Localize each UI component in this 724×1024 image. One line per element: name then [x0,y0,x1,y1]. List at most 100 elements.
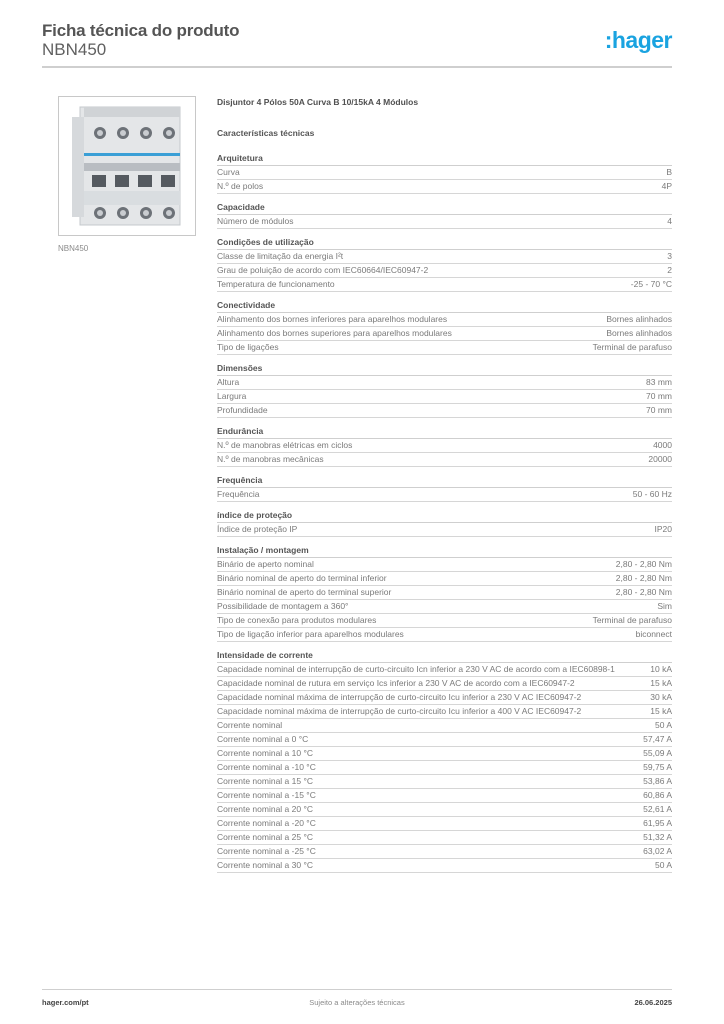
spec-value: Sim [657,601,672,611]
circuit-breaker-icon [72,106,181,226]
spec-value: 20000 [648,454,672,464]
spec-row: Capacidade nominal de interrupção de cur… [217,663,672,677]
spec-label: Corrente nominal a 30 °C [217,860,314,870]
spec-value: 60,86 A [643,790,672,800]
spec-value: 4000 [653,440,672,450]
product-code: NBN450 [42,40,107,59]
spec-value: Bornes alinhados [606,314,672,324]
spec-value: 50 A [654,860,672,870]
spec-label: Classe de limitação da energia I²t [217,251,344,261]
spec-value: 61,95 A [643,818,672,828]
spec-value: 70 mm [646,391,672,401]
spec-label: Corrente nominal a -25 °C [217,846,316,856]
spec-value: 50 - 60 Hz [632,489,672,499]
spec-value: 63,02 A [643,846,672,856]
spec-row: Corrente nominal a -25 °C 63,02 A [217,845,672,859]
spec-row: Binário nominal de aperto do terminal su… [217,586,672,600]
spec-row: Capacidade nominal máxima de interrupção… [217,705,672,719]
spec-label: Largura [217,391,247,401]
spec-value: 2,80 - 2,80 Nm [615,587,672,597]
spec-row: Corrente nominal a -20 °C 61,95 A [217,817,672,831]
spec-value: 51,32 A [643,832,672,842]
footer-date: 26.06.2025 [634,998,672,1007]
spec-row: Capacidade nominal de rutura em serviço … [217,677,672,691]
spec-group-title: Condições de utilização [217,237,672,250]
spec-row: Altura 83 mm [217,376,672,390]
spec-label: Corrente nominal a 25 °C [217,832,314,842]
spec-label: Alinhamento dos bornes inferiores para a… [217,314,448,324]
spec-label: Alinhamento dos bornes superiores para a… [217,328,452,338]
spec-label: Índice de proteção IP [217,524,298,534]
spec-label: Corrente nominal a 15 °C [217,776,314,786]
spec-label: Grau de poluição de acordo com IEC60664/… [217,265,429,275]
spec-group-title: Arquitetura [217,153,672,166]
spec-value: Terminal de parafuso [592,615,672,625]
spec-label: Frequência [217,489,260,499]
page-title: Ficha técnica do produto [42,21,240,40]
spec-label: N.º de manobras elétricas em ciclos [217,440,353,450]
spec-label: Corrente nominal a 20 °C [217,804,314,814]
spec-label: Tipo de ligações [217,342,279,352]
spec-row: Corrente nominal a 10 °C 55,09 A [217,747,672,761]
spec-label: Número de módulos [217,216,294,226]
spec-value: 59,75 A [643,762,672,772]
spec-value: 55,09 A [643,748,672,758]
spec-content: Disjuntor 4 Pólos 50A Curva B 10/15kA 4 … [217,96,672,881]
spec-row: Corrente nominal a 30 °C 50 A [217,859,672,873]
spec-row: Largura 70 mm [217,390,672,404]
spec-label: Capacidade nominal máxima de interrupção… [217,706,582,716]
spec-value: 2 [667,265,672,275]
spec-value: B [666,167,672,177]
image-caption: NBN450 [58,244,89,253]
spec-value: 50 A [654,720,672,730]
spec-value: Bornes alinhados [606,328,672,338]
spec-value: 83 mm [646,377,672,387]
spec-value: 30 kA [650,692,672,702]
spec-group-title: Dimensões [217,363,672,376]
spec-row: Alinhamento dos bornes superiores para a… [217,327,672,341]
spec-label: Altura [217,377,240,387]
spec-group-title: Frequência [217,475,672,488]
spec-row: Grau de poluição de acordo com IEC60664/… [217,264,672,278]
spec-value: 10 kA [650,664,672,674]
spec-row: Frequência 50 - 60 Hz [217,488,672,502]
spec-value: 15 kA [650,706,672,716]
spec-group-title: Capacidade [217,202,672,215]
spec-label: Profundidade [217,405,268,415]
spec-label: Corrente nominal a -15 °C [217,790,316,800]
spec-value: -25 - 70 °C [630,279,672,289]
spec-label: Corrente nominal a -20 °C [217,818,316,828]
spec-label: Corrente nominal a 10 °C [217,748,314,758]
website-link[interactable]: hager.com/pt [42,998,89,1007]
spec-value: 4 [667,216,672,226]
spec-row: Corrente nominal a 20 °C 52,61 A [217,803,672,817]
spec-label: Corrente nominal a -10 °C [217,762,316,772]
spec-label: N.º de manobras mecânicas [217,454,324,464]
section-title: Características técnicas [217,128,315,138]
spec-value: 3 [667,251,672,261]
spec-value: 52,61 A [643,804,672,814]
spec-group-title: índice de proteção [217,510,672,523]
spec-label: Capacidade nominal de interrupção de cur… [217,664,615,674]
header-divider [42,66,672,68]
spec-row: Classe de limitação da energia I²t 3 [217,250,672,264]
spec-label: Corrente nominal [217,720,283,730]
spec-row: Tipo de ligação inferior para aparelhos … [217,628,672,642]
spec-row: Corrente nominal a -10 °C 59,75 A [217,761,672,775]
spec-row: Corrente nominal 50 A [217,719,672,733]
